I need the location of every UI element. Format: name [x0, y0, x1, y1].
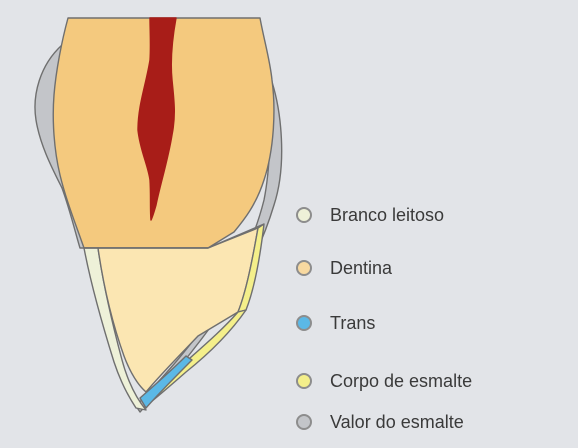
trans-swatch-icon [296, 315, 312, 331]
corpo-de-esmalte-swatch-icon [296, 373, 312, 389]
legend-label-corpo-de-esmalte: Corpo de esmalte [330, 371, 472, 392]
legend-item-branco-leitoso: Branco leitoso [296, 203, 444, 227]
legend-label-branco-leitoso: Branco leitoso [330, 205, 444, 226]
legend-item-corpo-de-esmalte: Corpo de esmalte [296, 369, 472, 393]
valor-do-esmalte-swatch-icon [296, 414, 312, 430]
legend-label-trans: Trans [330, 313, 375, 334]
legend-label-dentina: Dentina [330, 258, 392, 279]
legend-item-trans: Trans [296, 311, 375, 335]
legend-item-valor-do-esmalte: Valor do esmalte [296, 410, 464, 434]
legend-label-valor-do-esmalte: Valor do esmalte [330, 412, 464, 433]
legend-item-dentina: Dentina [296, 256, 392, 280]
dentina-swatch-icon [296, 260, 312, 276]
branco-leitoso-swatch-icon [296, 207, 312, 223]
